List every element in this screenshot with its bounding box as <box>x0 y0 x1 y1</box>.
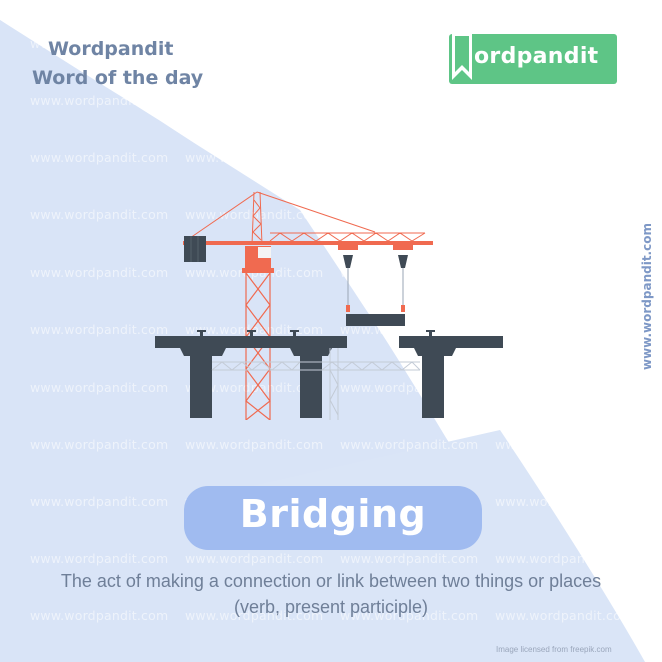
image-credit: Image licensed from freepik.com <box>496 645 612 654</box>
word-of-the-day-label: Word of the day <box>32 67 204 89</box>
part-of-speech: (verb, present participle) <box>233 597 429 617</box>
bridge-crane-icon <box>155 191 503 420</box>
definition-text: The act of making a connection or link b… <box>60 571 602 591</box>
brand-title: Wordpandit <box>48 38 174 60</box>
bookmark-w-icon <box>452 32 472 80</box>
word-pill <box>184 486 482 550</box>
wordpandit-logo[interactable] <box>449 34 617 84</box>
logo-text: ordpandit <box>474 44 599 69</box>
side-url: www.wordpandit.com <box>640 223 654 370</box>
word-of-the-day: Bridging <box>239 492 427 536</box>
